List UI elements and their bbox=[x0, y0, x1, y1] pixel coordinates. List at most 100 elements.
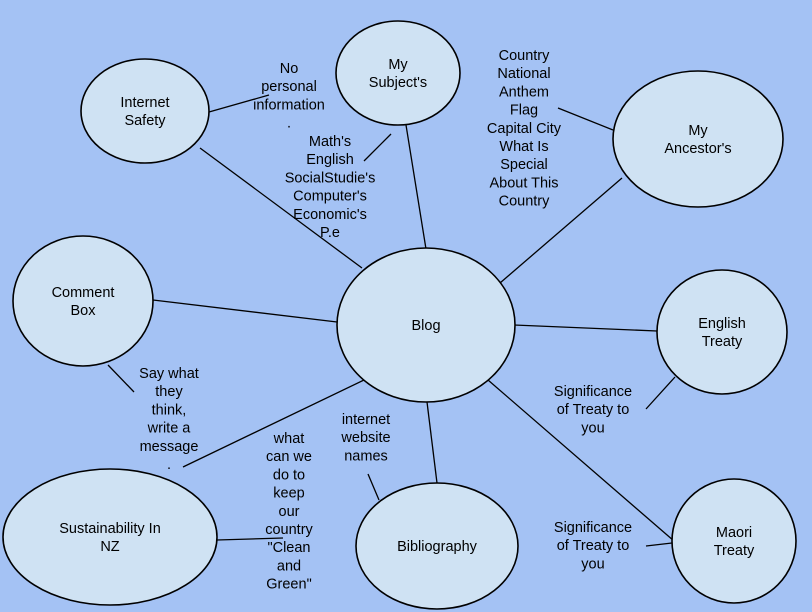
node-bibliography-label-line: Bibliography bbox=[397, 539, 478, 555]
node-maori-treaty-bubble bbox=[671, 478, 797, 604]
note-country-info-line: Anthem bbox=[499, 84, 549, 100]
blog-to-sustainability-line bbox=[182, 379, 365, 468]
note-country-info-line: National bbox=[497, 66, 550, 82]
node-my-ancestors-bubble bbox=[612, 70, 784, 208]
note-english-significance-line: you bbox=[581, 420, 604, 436]
node-english-treaty-label-line: English bbox=[698, 316, 746, 332]
note-subjects-list-line: English bbox=[306, 152, 354, 168]
node-english-treaty-label-line: Treaty bbox=[702, 334, 743, 350]
note-country-info-line: Flag bbox=[510, 103, 538, 119]
blog-to-comment-box-line bbox=[152, 299, 338, 323]
connector-lines bbox=[107, 94, 676, 547]
note-keep-country-clean-line: can we bbox=[266, 449, 312, 465]
note-no-personal-info-line: information bbox=[253, 97, 325, 113]
note-keep-country-clean-line: do to bbox=[273, 467, 305, 483]
note-subjects-list-line: Computer's bbox=[293, 189, 367, 205]
note-say-what-they-think-line: they bbox=[155, 384, 183, 400]
node-maori-treaty-label-line: Maori bbox=[716, 525, 752, 541]
node-blog-label: Blog bbox=[411, 318, 440, 334]
note-website-to-bibliography-line bbox=[367, 473, 380, 501]
node-my-subjects-label-line: My bbox=[388, 57, 408, 73]
node-sustainability: Sustainability In NZ bbox=[2, 468, 218, 606]
note-website-names-line: names bbox=[344, 448, 388, 464]
note-say-what-they-think-line: write a bbox=[147, 421, 192, 437]
node-blog: Blog bbox=[336, 247, 516, 403]
note-country-info-line: Capital City bbox=[487, 121, 562, 137]
node-comment-box-label-line: Box bbox=[71, 303, 97, 319]
node-bibliography-label: Bibliography bbox=[397, 539, 478, 555]
note-keep-country-clean-line: "Clean bbox=[267, 540, 310, 556]
node-my-subjects-bubble bbox=[335, 20, 461, 126]
note-keep-country-clean-line: our bbox=[279, 504, 300, 520]
node-sustainability-label-line: Sustainability In bbox=[59, 521, 161, 537]
node-comment-box-bubble bbox=[12, 235, 154, 367]
node-comment-box-label-line: Comment bbox=[52, 285, 115, 301]
note-website-names-line: internet bbox=[342, 412, 390, 428]
note-country-info-line: Country bbox=[499, 48, 551, 64]
node-internet-safety-label-line: Internet bbox=[120, 95, 169, 111]
note-keep-country-to-sustainability-line bbox=[216, 537, 284, 541]
note-say-what-they-think-line: message bbox=[140, 439, 199, 455]
note-say-what-they-think: Say what they think, write a message. bbox=[139, 366, 199, 473]
node-sustainability-label: Sustainability In NZ bbox=[59, 521, 161, 555]
note-keep-country-clean-line: Green" bbox=[266, 577, 311, 593]
node-maori-treaty-label-line: Treaty bbox=[714, 543, 755, 559]
node-bibliography-bubble bbox=[355, 482, 519, 610]
note-maori-significance-line: Significance bbox=[554, 520, 632, 536]
note-country-info-line: About This bbox=[489, 175, 558, 191]
note-subjects-list-line: SocialStudie's bbox=[285, 170, 376, 186]
node-internet-safety-bubble bbox=[80, 58, 210, 164]
note-no-personal-info: No personal information. bbox=[253, 61, 325, 132]
note-english-significance-line: of Treaty to bbox=[557, 402, 630, 418]
note-say-what-they-think-line: . bbox=[167, 457, 171, 473]
note-say-what-they-think-line: think, bbox=[152, 402, 187, 418]
node-blog-bubble bbox=[336, 247, 516, 403]
blog-to-internet-safety-line bbox=[199, 147, 363, 269]
note-no-personal-info-to-internet-safety-line bbox=[208, 94, 270, 113]
note-country-info-line: What Is bbox=[499, 139, 548, 155]
note-english-significance-line: Significance bbox=[554, 384, 632, 400]
note-maori-significance-to-maori-treaty-line bbox=[645, 542, 673, 547]
node-sustainability-label-line: NZ bbox=[100, 539, 119, 555]
note-no-personal-info-line: . bbox=[287, 116, 291, 132]
note-keep-country-clean-line: what bbox=[273, 431, 305, 447]
blog-to-maori-treaty-line bbox=[487, 379, 675, 542]
note-keep-country-clean-line: country bbox=[265, 522, 313, 538]
blog-to-my-ancestors-line bbox=[499, 177, 623, 284]
note-english-significance: Significance of Treaty to you bbox=[554, 384, 632, 436]
note-country-info-line: Special bbox=[500, 157, 548, 173]
note-maori-significance: Significance of Treaty to you bbox=[554, 520, 632, 572]
note-keep-country-clean-line: and bbox=[277, 558, 301, 574]
note-subjects-to-my-subjects-line bbox=[363, 133, 392, 162]
note-website-names: internet website names bbox=[340, 412, 390, 464]
blog-to-english-treaty-line bbox=[513, 324, 658, 332]
note-say-what-they-think-line: Say what bbox=[139, 366, 199, 382]
note-maori-significance-line: of Treaty to bbox=[557, 538, 630, 554]
node-sustainability-bubble bbox=[2, 468, 218, 606]
note-no-personal-info-line: personal bbox=[261, 79, 317, 95]
note-country-to-my-ancestors-line bbox=[557, 107, 614, 131]
blog-to-my-subjects-line bbox=[405, 124, 427, 250]
node-my-ancestors-label-line: My bbox=[688, 123, 708, 139]
note-subjects-list-line: P.e bbox=[320, 225, 340, 241]
node-my-subjects-label-line: Subject's bbox=[369, 75, 427, 91]
note-maori-significance-line: you bbox=[581, 556, 604, 572]
note-say-what-to-comment-box-line bbox=[107, 364, 135, 393]
note-website-names-line: website bbox=[340, 430, 390, 446]
note-no-personal-info-line: No bbox=[280, 61, 299, 77]
node-internet-safety-label-line: Safety bbox=[124, 113, 166, 129]
note-subjects-list-line: Economic's bbox=[293, 207, 367, 223]
